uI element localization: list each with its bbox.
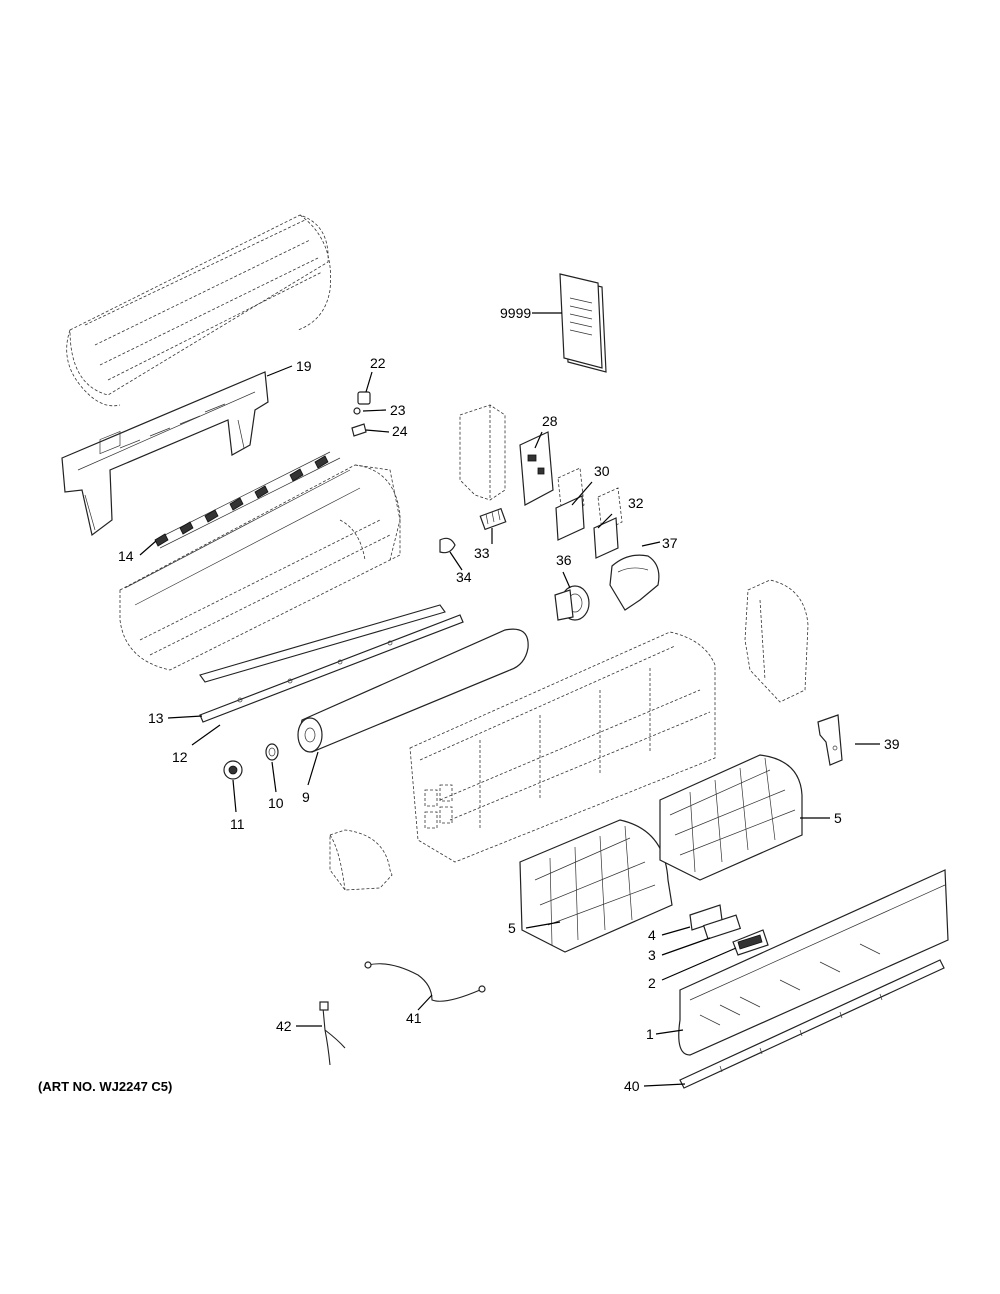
label-1: 1 — [646, 1026, 654, 1042]
label-33: 33 — [474, 545, 490, 561]
bearing-parts — [223, 743, 279, 780]
leader-lines — [139, 312, 880, 1087]
clip-parts — [351, 391, 371, 437]
label-11: 11 — [230, 816, 245, 832]
air-filter-right — [659, 754, 803, 881]
front-panel — [678, 869, 949, 1056]
terminal-block — [439, 507, 507, 554]
sensor-cable — [319, 1001, 346, 1066]
drain-rail — [199, 604, 464, 723]
label-28: 28 — [542, 413, 558, 429]
label-5-left: 5 — [508, 920, 516, 936]
label-23: 23 — [390, 402, 406, 418]
label-40: 40 — [624, 1078, 640, 1094]
label-41: 41 — [406, 1010, 422, 1026]
label-24: 24 — [392, 423, 408, 439]
label-13: 13 — [148, 710, 164, 726]
label-4: 4 — [648, 927, 656, 943]
bracket — [817, 714, 843, 766]
manual-booklet — [559, 273, 607, 373]
label-19: 19 — [296, 358, 312, 374]
control-box — [459, 404, 623, 559]
front-grille-frame — [409, 631, 716, 863]
label-12: 12 — [172, 749, 188, 765]
wire-harness — [364, 961, 486, 1002]
fan-motor — [554, 554, 660, 621]
label-14: 14 — [118, 548, 134, 564]
label-9: 9 — [302, 789, 310, 805]
mounting-plate — [61, 371, 269, 537]
label-3: 3 — [648, 947, 656, 963]
label-9999: 9999 — [500, 305, 531, 321]
label-2: 2 — [648, 975, 656, 991]
label-5-right: 5 — [834, 810, 842, 826]
label-39: 39 — [884, 736, 900, 752]
label-30: 30 — [594, 463, 610, 479]
display-board — [689, 904, 769, 956]
label-22: 22 — [370, 355, 386, 371]
blower-wheel — [297, 628, 529, 753]
label-37: 37 — [662, 535, 678, 551]
right-side-cover — [744, 579, 809, 703]
main-chassis — [119, 451, 401, 671]
left-side-cover — [329, 829, 393, 891]
label-10: 10 — [268, 795, 284, 811]
evaporator-coil — [66, 214, 331, 407]
label-32: 32 — [628, 495, 644, 511]
label-36: 36 — [556, 552, 572, 568]
louver-blades — [154, 455, 329, 547]
part-number-labels: 9999 19 22 23 24 28 30 32 37 36 33 34 14… — [118, 305, 900, 1094]
art-number-note: (ART NO. WJ2247 C5) — [38, 1079, 172, 1094]
label-42: 42 — [276, 1018, 292, 1034]
label-34: 34 — [456, 569, 472, 585]
lower-strip — [679, 959, 945, 1089]
